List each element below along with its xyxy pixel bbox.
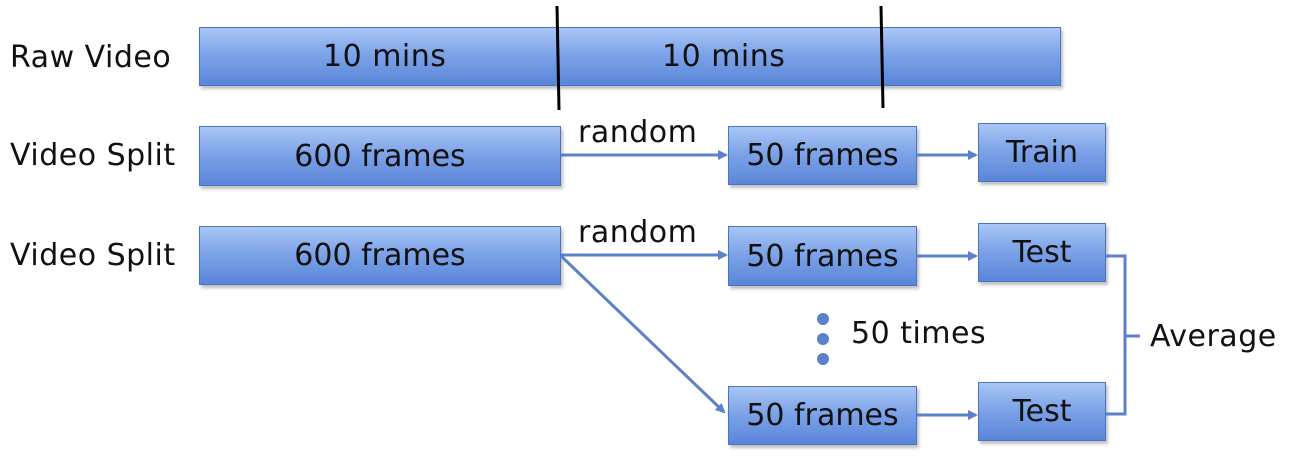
segment-label-1: 10 mins bbox=[323, 39, 447, 74]
test-box-bottom: Test bbox=[978, 382, 1106, 441]
segment-label-2: 10 mins bbox=[662, 39, 786, 74]
sample-frames-box-test-top: 50 frames bbox=[728, 226, 917, 286]
source-frames-box-test: 600 frames bbox=[199, 226, 561, 285]
row-label-raw-video: Raw Video bbox=[10, 40, 172, 75]
sample-frames-box-test-bottom: 50 frames bbox=[728, 386, 917, 445]
row-label-video-split-train: Video Split bbox=[10, 138, 176, 173]
segment-divider-1 bbox=[555, 5, 561, 111]
edge-label-random-train: random bbox=[578, 115, 698, 150]
average-label: Average bbox=[1150, 319, 1277, 354]
ellipsis-dot-3 bbox=[817, 353, 829, 365]
raw-video-bar bbox=[199, 27, 1061, 86]
segment-divider-2 bbox=[879, 5, 885, 109]
sample-frames-box-train: 50 frames bbox=[728, 126, 917, 185]
ellipsis-dot-1 bbox=[817, 313, 829, 325]
source-frames-box-train: 600 frames bbox=[199, 126, 561, 186]
ellipsis-dot-2 bbox=[817, 333, 829, 345]
edge-label-random-test: random bbox=[578, 215, 698, 250]
repeat-label: 50 times bbox=[851, 316, 987, 351]
train-box: Train bbox=[978, 123, 1106, 182]
row-label-video-split-test: Video Split bbox=[10, 238, 176, 273]
test-box-top: Test bbox=[978, 223, 1106, 282]
arrow-source-to-sample-test-bottom bbox=[559, 254, 726, 414]
average-bracket bbox=[1106, 254, 1140, 416]
